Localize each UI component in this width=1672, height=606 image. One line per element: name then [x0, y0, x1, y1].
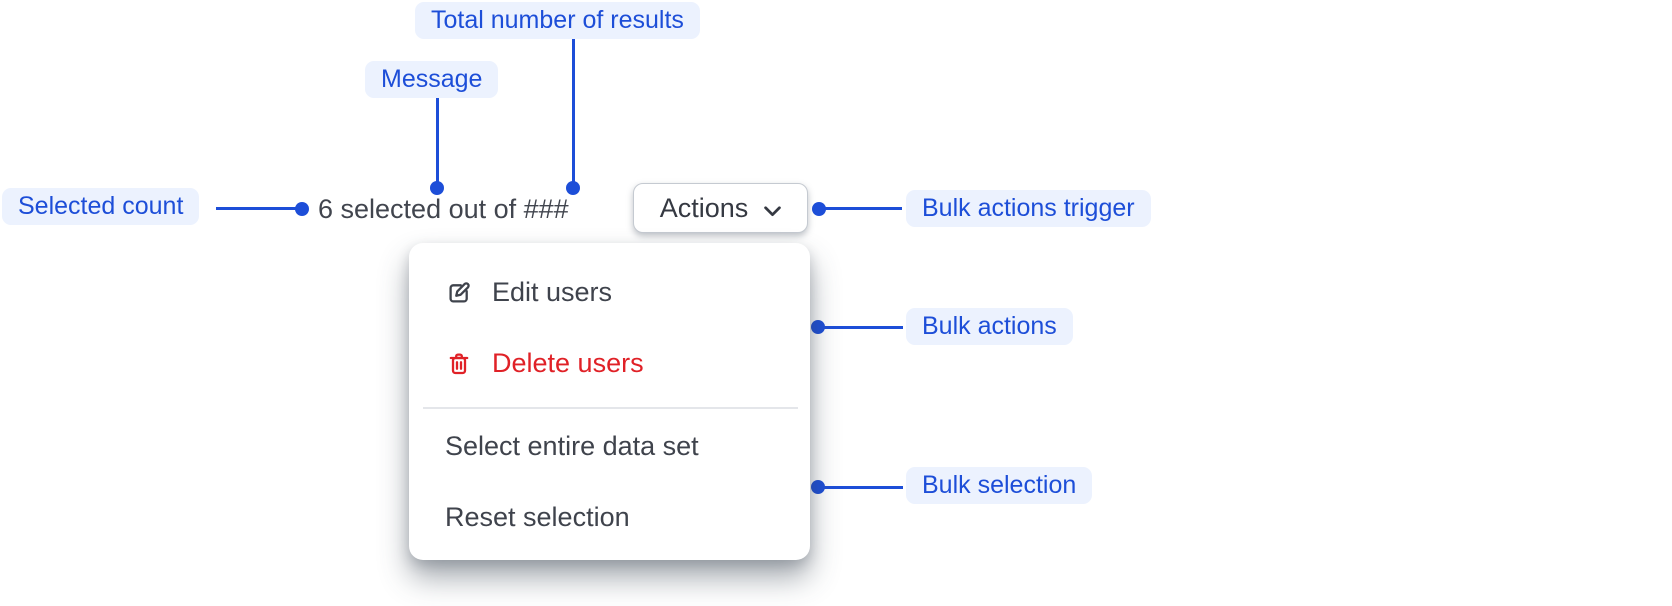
selection-count-message: 6 selected out of ### — [318, 194, 569, 224]
callout-label: Bulk actions trigger — [922, 194, 1135, 222]
connector-dot-bulk-selection — [811, 480, 825, 494]
edit-icon — [445, 279, 473, 307]
actions-button-label: Actions — [659, 192, 749, 223]
menu-divider — [423, 407, 798, 409]
connector-dot-bulk-actions-trigger — [812, 202, 826, 216]
menu-item-delete-users[interactable]: Delete users — [409, 328, 810, 399]
menu-item-label: Reset selection — [445, 502, 630, 532]
callout-total-number-of-results: Total number of results — [415, 2, 700, 39]
connector-line-message — [436, 98, 439, 183]
connector-line-bulk-selection — [823, 486, 903, 489]
connector-line-total-results — [572, 38, 575, 183]
connector-dot-bulk-actions — [811, 320, 825, 334]
menu-item-label: Edit users — [492, 277, 613, 307]
menu-item-label: Select entire data set — [445, 431, 699, 461]
connector-dot-selected-count — [295, 202, 309, 216]
connector-dot-message — [430, 181, 444, 195]
callout-bulk-actions: Bulk actions — [906, 308, 1073, 345]
chevron-down-icon — [764, 193, 782, 224]
bulk-actions-trigger-button[interactable]: Actions — [633, 183, 808, 233]
menu-item-select-entire-data-set[interactable]: Select entire data set — [409, 411, 810, 482]
bulk-actions-menu: Edit users Delete users Select entire da… — [409, 243, 810, 560]
connector-line-selected-count — [216, 207, 298, 210]
menu-item-label: Delete users — [492, 348, 644, 378]
callout-label: Selected count — [18, 192, 184, 220]
callout-selected-count: Selected count — [2, 188, 200, 225]
callout-message: Message — [365, 61, 499, 98]
callout-label: Message — [381, 65, 483, 93]
connector-line-bulk-actions — [823, 326, 903, 329]
callout-label: Bulk actions — [922, 312, 1057, 340]
callout-bulk-selection: Bulk selection — [906, 467, 1093, 504]
menu-item-reset-selection[interactable]: Reset selection — [409, 482, 810, 553]
callout-bulk-actions-trigger: Bulk actions trigger — [906, 190, 1151, 227]
menu-item-edit-users[interactable]: Edit users — [409, 257, 810, 328]
trash-icon — [445, 350, 473, 378]
callout-label: Bulk selection — [922, 471, 1077, 499]
callout-label: Total number of results — [431, 6, 684, 34]
connector-dot-total-results — [566, 181, 580, 195]
connector-line-bulk-actions-trigger — [824, 207, 902, 210]
